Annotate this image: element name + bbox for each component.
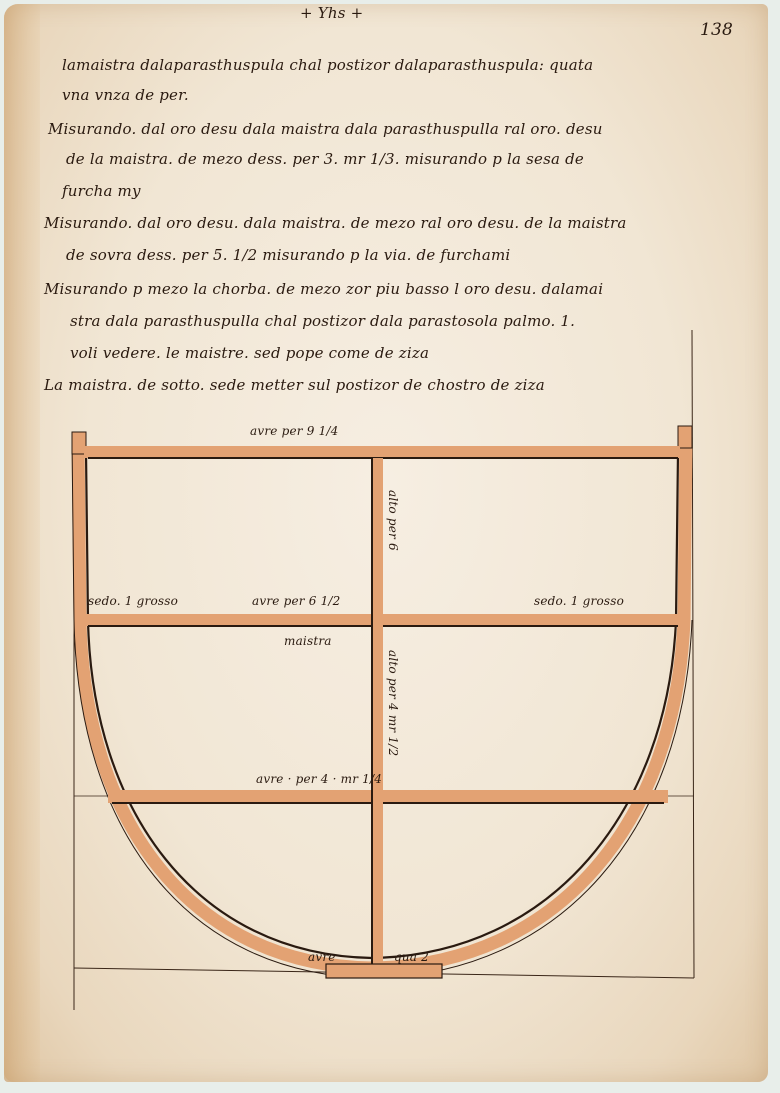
label-left-beam: sedo. 1 grosso	[88, 594, 179, 608]
label-upper-height: alto per 6	[386, 490, 400, 551]
folio-number: 138	[700, 20, 734, 40]
label-bottom-right: qua 2	[394, 950, 430, 964]
text-line: stra dala parasthuspulla chal postizor d…	[70, 312, 576, 330]
label-lower-height: alto per 4 mr 1/2	[386, 650, 400, 757]
text-line: Misurando. dal oro desu dala maistra dal…	[48, 120, 603, 138]
top-beam	[84, 446, 680, 458]
text-line: furcha my	[62, 182, 141, 200]
text-line: Misurando. dal oro desu. dala maistra. d…	[44, 214, 627, 232]
label-middle-width: avre per 6 1/2	[252, 594, 341, 608]
text-line: voli vedere. le maistre. sed pope come d…	[70, 344, 430, 362]
label-lower-width: avre · per 4 · mr 1/4	[256, 772, 383, 786]
keel	[325, 963, 443, 979]
text-line: de la maistra. de mezo dess. per 3. mr 1…	[66, 150, 584, 168]
text-line: La maistra. de sotto. sede metter sul po…	[44, 376, 545, 394]
text-line: de sovra dess. per 5. 1/2 misurando p la…	[66, 246, 511, 264]
central-stanchion	[373, 458, 383, 966]
text-line: vna vnza de per.	[62, 86, 189, 104]
label-top-width: avre per 9 1/4	[250, 424, 339, 438]
lower-beam	[108, 790, 668, 803]
label-bottom-left: avre	[308, 950, 336, 964]
manuscript-page	[4, 4, 768, 1082]
label-right-beam: sedo. 1 grosso	[534, 594, 625, 608]
page-gutter	[4, 4, 40, 1082]
label-maistra: maistra	[284, 634, 332, 648]
text-line: lamaistra dalaparasthuspula chal postizo…	[62, 56, 594, 74]
page-header: + Yhs +	[300, 4, 364, 22]
text-line: Misurando p mezo la chorba. de mezo zor …	[44, 280, 604, 298]
